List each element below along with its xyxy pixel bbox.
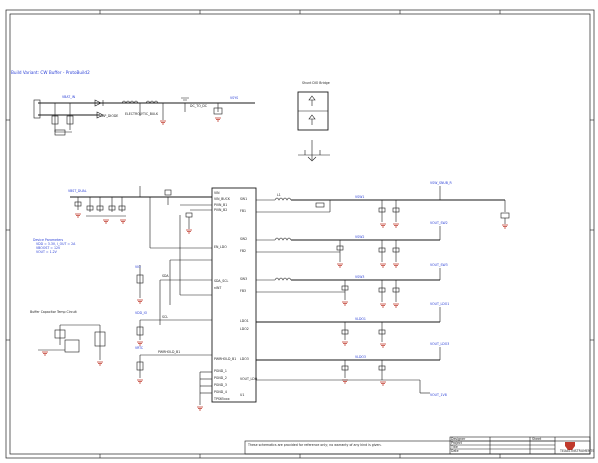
svg-text:SDA: SDA (162, 274, 169, 278)
svg-text:VOUT = 1.2V: VOUT = 1.2V (36, 250, 58, 254)
svg-text:nINT: nINT (214, 286, 221, 290)
sheet-inner-border (9, 13, 591, 455)
buffer-temp-circuit: Buffer Capacitor Temp Circuit (30, 310, 106, 366)
svg-text:PGND_1: PGND_1 (214, 369, 227, 373)
sheet-border (5, 9, 595, 459)
svg-text:Sheet: Sheet (532, 437, 542, 441)
device-parameters: Device Parameters VDD = 3.3V, I_OUT = 2A… (33, 238, 76, 254)
net-vsys-label: VSYS (230, 96, 238, 100)
main-power-bus: VBST_DUAL (68, 186, 212, 249)
svg-text:VOUT_LDO3: VOUT_LDO3 (430, 342, 449, 346)
svg-text:Device Parameters: Device Parameters (33, 238, 63, 242)
svg-text:PWRHOLD_B1: PWRHOLD_B1 (214, 357, 236, 361)
svg-text:Date: Date (451, 449, 459, 453)
svg-text:VDD = 3.3V, I_OUT = 2A: VDD = 3.3V, I_OUT = 2A (36, 242, 76, 246)
input-power-section: CAP_DIODE ELECTROLYTIC_BULK DC_TO_DC VBA… (33, 95, 255, 136)
svg-text:VOUT_LDO1: VOUT_LDO1 (430, 302, 449, 306)
svg-text:L1: L1 (277, 193, 281, 197)
texas-instruments-logo-icon (565, 442, 575, 450)
svg-text:These schematics are provided: These schematics are provided for refere… (247, 443, 382, 447)
svg-text:Title: Title (450, 445, 458, 449)
sheet-title: Build Variant: CW Buffer - ProtoBuild2 (11, 70, 90, 75)
svg-text:VSW3: VSW3 (355, 275, 364, 279)
svg-text:PWRHOLD_B1: PWRHOLD_B1 (158, 350, 180, 354)
svg-text:PVIN_B1: PVIN_B1 (214, 203, 227, 207)
svg-text:VBST_DUAL: VBST_DUAL (68, 189, 87, 193)
svg-text:Designer: Designer (451, 437, 466, 441)
svg-text:VSW2: VSW2 (355, 235, 364, 239)
svg-text:Buffer Capacitor Temp Circuit: Buffer Capacitor Temp Circuit (30, 310, 78, 314)
svg-text:FB2: FB2 (240, 249, 246, 253)
svg-text:DC_TO_DC: DC_TO_DC (190, 104, 208, 108)
svg-text:VOUT_LDO: VOUT_LDO (240, 377, 258, 381)
svg-text:VDD_IO: VDD_IO (135, 311, 148, 315)
svg-text:VBOOST = 12V: VBOOST = 12V (36, 246, 61, 250)
svg-text:VLDO1: VLDO1 (355, 317, 366, 321)
svg-text:FB3: FB3 (240, 289, 246, 293)
svg-text:SDA_SCL: SDA_SCL (214, 279, 228, 283)
svg-text:PGND_2: PGND_2 (214, 376, 227, 380)
svg-text:EN_LDO: EN_LDO (214, 245, 227, 249)
svg-text:PVIN_B2: PVIN_B2 (214, 208, 227, 212)
svg-text:VSW_SNUB_R: VSW_SNUB_R (430, 181, 452, 185)
title-block: Designer Project Title Date Sheet These … (244, 436, 594, 455)
top-ruler (6, 10, 594, 458)
svg-text:U1: U1 (240, 393, 244, 397)
svg-text:LDO3: LDO3 (240, 357, 249, 361)
main-ic: VIN VIN_BUCK PVIN_B1 PVIN_B2 EN_LDO SDA_… (211, 187, 258, 403)
svg-text:VIN_BUCK: VIN_BUCK (214, 197, 231, 201)
svg-text:VIO: VIO (135, 265, 141, 269)
svg-text:TEXAS INSTRUMENTS: TEXAS INSTRUMENTS (559, 449, 594, 453)
svg-text:LDO1: LDO1 (240, 319, 249, 323)
ic-left-inputs: VIO VDD_IO VRTC SDA SCL PWRHOLD_B1 (135, 215, 212, 411)
svg-text:SW1: SW1 (240, 197, 247, 201)
svg-text:Shunt DIO Bridge: Shunt DIO Bridge (302, 81, 330, 85)
svg-text:LDO2: LDO2 (240, 327, 249, 331)
output-rails: VSW1 VSW_SNUB_R L1 VSW2 VOUT_SW2 (256, 181, 510, 397)
svg-text:VOUT_1V8: VOUT_1V8 (430, 393, 447, 397)
svg-text:VOUT_SW2: VOUT_SW2 (430, 221, 448, 225)
svg-text:CAP_DIODE: CAP_DIODE (100, 114, 118, 118)
svg-text:VBAT_IN: VBAT_IN (62, 95, 76, 99)
svg-text:VIN: VIN (214, 191, 220, 195)
svg-text:Project: Project (451, 441, 463, 445)
svg-text:SW3: SW3 (240, 277, 247, 281)
svg-text:SW2: SW2 (240, 237, 247, 241)
svg-text:VSW1: VSW1 (355, 195, 364, 199)
svg-text:VLDO3: VLDO3 (355, 355, 366, 359)
svg-text:TPS65xxx: TPS65xxx (213, 397, 230, 401)
svg-text:PGND_3: PGND_3 (214, 383, 227, 387)
svg-text:SCL: SCL (162, 315, 168, 319)
bridge-block: Shunt DIO Bridge (297, 81, 330, 162)
svg-text:FB1: FB1 (240, 209, 246, 213)
svg-text:PGND_4: PGND_4 (214, 390, 227, 394)
svg-text:ELECTROLYTIC_BULK: ELECTROLYTIC_BULK (125, 112, 159, 116)
svg-text:VRTC: VRTC (135, 346, 144, 350)
svg-text:VOUT_SW3: VOUT_SW3 (430, 263, 448, 267)
